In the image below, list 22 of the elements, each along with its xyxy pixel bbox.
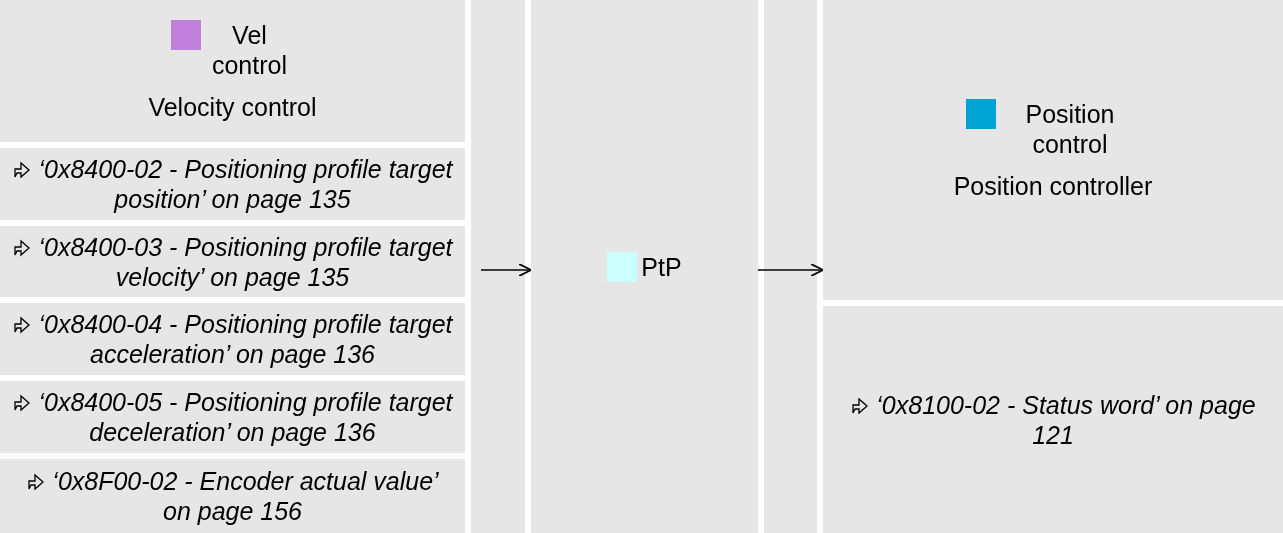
- cell-text: Position controller: [953, 171, 1153, 201]
- cell-text: Velocity control: [148, 92, 317, 122]
- cross-reference-text: ‘0x8100-02 - Status word’ on page 121: [876, 390, 1256, 449]
- table-cell: [0, 459, 465, 533]
- cross-reference-text: ‘0x8400-04 - Positioning profile target acceleration’ on page 136: [38, 310, 453, 368]
- cross-reference-text: ‘0x8400-02 - Positioning profile target position’ on page 135: [38, 155, 453, 213]
- arrow: [757, 263, 824, 277]
- cross-reference-text: ‘0x8400-05 - Positioning profile target deceleration’ on page 136: [38, 388, 453, 446]
- arrow: [480, 263, 532, 277]
- table-cell: [823, 0, 1283, 300]
- cross-reference-text: ‘0x8400-03 - Positioning profile target velocity’ on page 135: [38, 232, 453, 291]
- cell-heading: Position control: [1024, 99, 1116, 159]
- cell-heading: PtP: [641, 251, 682, 282]
- table-cell: [0, 226, 465, 297]
- table-cell: [531, 0, 758, 533]
- table-cell: [823, 306, 1283, 533]
- table-cell: [0, 0, 465, 142]
- table-cell: [0, 148, 465, 220]
- cell-heading: Vel control: [210, 20, 288, 80]
- table-cell: [0, 303, 465, 375]
- table-cell: [0, 381, 465, 453]
- cross-reference-text: ‘0x8F00-02 - Encoder actual value’ on page 156: [52, 467, 439, 525]
